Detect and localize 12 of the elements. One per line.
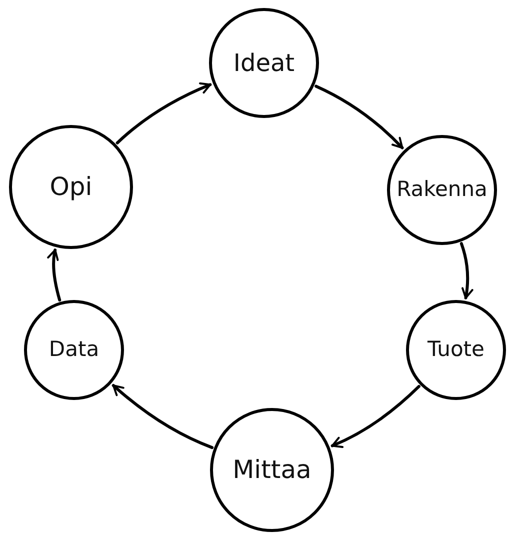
arrow [460, 242, 474, 300]
arrow [112, 384, 214, 450]
node-label: Rakenna [396, 178, 488, 202]
node-label: Ideat [233, 50, 295, 76]
arrow [330, 384, 420, 448]
node-label: Mittaa [232, 456, 312, 484]
arrow [116, 82, 212, 144]
arrow [47, 248, 62, 302]
node-label: Data [48, 338, 100, 362]
arrow [314, 84, 404, 150]
node-label: Tuote [428, 338, 484, 362]
node-label: Opi [50, 173, 92, 201]
